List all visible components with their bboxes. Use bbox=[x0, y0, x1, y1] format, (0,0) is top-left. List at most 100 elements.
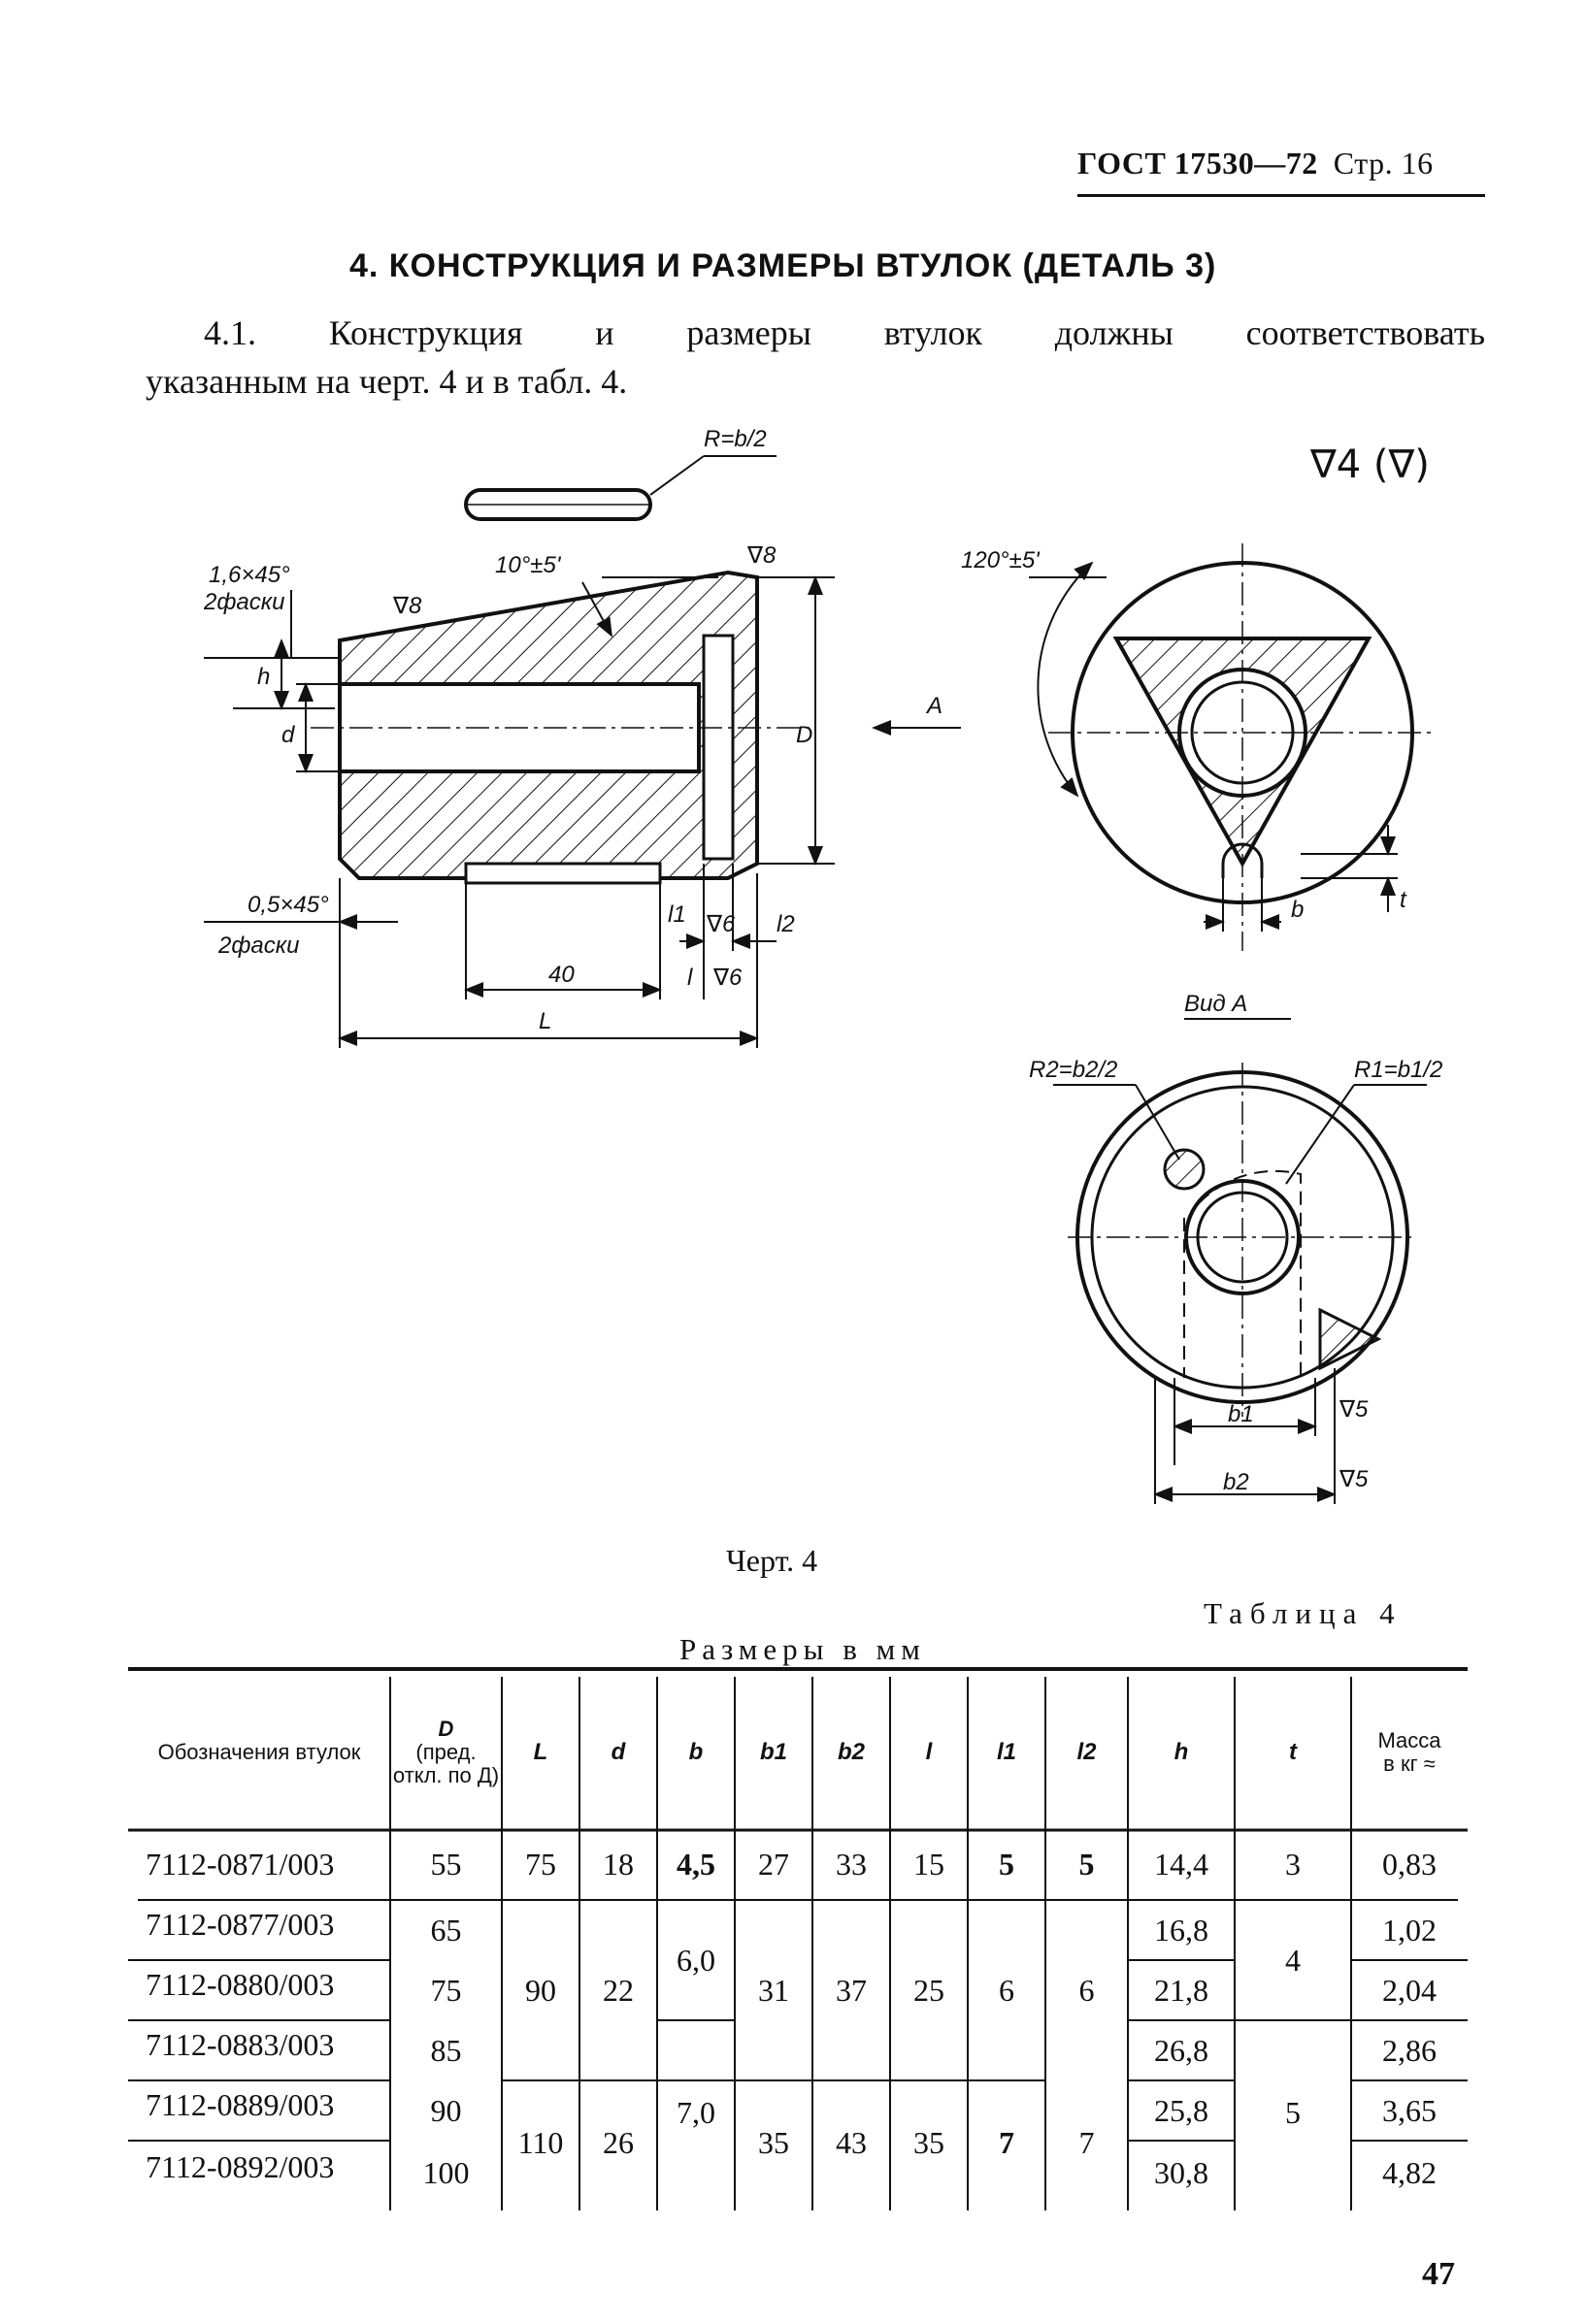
group-2-t: 4 bbox=[1285, 1942, 1301, 1978]
standard-number: ГОСТ 17530—72 bbox=[1077, 146, 1318, 180]
dimensions-table: Обозначения втулок D (пред. откл. по Д) … bbox=[128, 1667, 1468, 2210]
dim-l2-label: l2 bbox=[777, 911, 795, 937]
chamfer-bottom-label: 0,5×45° bbox=[248, 892, 329, 918]
row-5-h: 25,8 bbox=[1154, 2092, 1208, 2128]
row-1-D: 55 bbox=[430, 1846, 462, 1882]
intro-line-2: указанным на черт. 4 и в табл. 4. bbox=[146, 362, 628, 401]
dim-h-label: h bbox=[257, 664, 270, 690]
row-5-mass: 3,65 bbox=[1382, 2092, 1437, 2128]
table-grid bbox=[128, 1667, 1468, 2210]
dim-l1-label: l1 bbox=[668, 901, 686, 928]
group-2-b1: 31 bbox=[758, 1972, 789, 2008]
roughness-6a: ∇6 bbox=[706, 911, 736, 937]
group-2-b: 6,0 bbox=[677, 1942, 715, 1978]
group-3-l: 35 bbox=[913, 2124, 944, 2160]
header-t: t bbox=[1289, 1738, 1297, 1765]
view-a bbox=[1053, 1063, 1427, 1504]
header-b: b bbox=[688, 1738, 704, 1765]
group-3-l1: 7 bbox=[999, 2124, 1014, 2160]
group-2-L: 90 bbox=[525, 1972, 556, 2008]
radius-r2-note: R2=b2/2 bbox=[1029, 1057, 1117, 1083]
row-3-D: 75 bbox=[430, 1972, 462, 2008]
row-6-D: 100 bbox=[422, 2154, 470, 2190]
bushing-section bbox=[311, 570, 815, 885]
roughness-8b: ∇8 bbox=[392, 593, 422, 619]
row-3-designation: 7112-0880/003 bbox=[146, 1967, 335, 2002]
group-3-b2: 43 bbox=[836, 2124, 867, 2160]
header-designation: Обозначения втулок bbox=[157, 1739, 361, 1764]
key-part bbox=[464, 455, 777, 521]
row-1-L: 75 bbox=[525, 1846, 556, 1882]
header-D-note: (пред. откл. по Д) bbox=[392, 1739, 500, 1787]
row-4-designation: 7112-0883/003 bbox=[146, 2027, 335, 2062]
roughness-8a: ∇8 bbox=[746, 542, 777, 569]
header-d: d bbox=[611, 1738, 626, 1765]
dim-l-label: l bbox=[687, 965, 693, 991]
group-3-b: 7,0 bbox=[677, 2094, 715, 2130]
group-3-L: 110 bbox=[517, 2124, 564, 2160]
dim-D-label: D bbox=[796, 722, 812, 748]
intro-line-1: 4.1. Конструкция и размеры втулок должны… bbox=[204, 313, 1485, 352]
dim-b-label: b bbox=[1291, 897, 1304, 923]
row-1-designation: 7112-0871/003 bbox=[146, 1847, 335, 1882]
group-2-l1: 6 bbox=[999, 1972, 1014, 2008]
chamfer-top-count: 2фаски bbox=[203, 589, 284, 615]
header-D: D (пред. откл. по Д) bbox=[390, 1677, 502, 1827]
page-number: 47 bbox=[1422, 2256, 1455, 2292]
header-h: h bbox=[1174, 1738, 1189, 1765]
row-1-b2: 33 bbox=[836, 1846, 867, 1882]
header-l: l bbox=[925, 1738, 933, 1765]
row-6-mass: 4,82 bbox=[1382, 2154, 1437, 2190]
header-rule bbox=[1077, 194, 1485, 197]
dim-40-label: 40 bbox=[548, 962, 575, 988]
row-2-h: 16,8 bbox=[1154, 1912, 1208, 1948]
row-1-mass: 0,83 bbox=[1382, 1846, 1437, 1882]
row-6-designation: 7112-0892/003 bbox=[146, 2149, 335, 2184]
radius-r1-note: R1=b1/2 bbox=[1354, 1057, 1442, 1083]
header-L: L bbox=[533, 1738, 548, 1765]
row-4-D: 85 bbox=[430, 2032, 462, 2068]
row-1-t: 3 bbox=[1285, 1846, 1301, 1882]
group-3-t: 5 bbox=[1285, 2094, 1301, 2130]
roughness-6b: ∇6 bbox=[712, 965, 743, 991]
row-1-l: 15 bbox=[913, 1846, 944, 1882]
angle-label: 120°±5' bbox=[961, 547, 1041, 573]
page-reference: Стр. 16 bbox=[1333, 146, 1434, 180]
intro-paragraph: 4.1. Конструкция и размеры втулок должны… bbox=[146, 309, 1485, 406]
row-5-designation: 7112-0889/003 bbox=[146, 2087, 335, 2122]
table-units: Размеры в мм bbox=[679, 1632, 926, 1666]
row-3-h: 21,8 bbox=[1154, 1972, 1208, 2008]
group-2-l2: 6 bbox=[1078, 1972, 1095, 2008]
document-header: ГОСТ 17530—72 Стр. 16 bbox=[1077, 146, 1434, 181]
row-1-d: 18 bbox=[603, 1846, 634, 1882]
row-5-D: 90 bbox=[430, 2092, 462, 2128]
header-D-symbol: D bbox=[438, 1716, 454, 1741]
row-1-l1: 5 bbox=[999, 1846, 1014, 1882]
row-3-mass: 2,04 bbox=[1382, 1972, 1437, 2008]
view-arrow-label: A bbox=[925, 693, 942, 719]
roughness-5b: ∇5 bbox=[1339, 1466, 1369, 1492]
roughness-main: ∇4 (∇) bbox=[1309, 442, 1430, 487]
group-3-l2: 7 bbox=[1078, 2124, 1095, 2160]
dim-b1-label: b1 bbox=[1228, 1401, 1254, 1427]
header-b2: b2 bbox=[837, 1738, 865, 1765]
row-4-h: 26,8 bbox=[1154, 2032, 1208, 2068]
row-4-mass: 2,86 bbox=[1382, 2032, 1437, 2068]
row-6-h: 30,8 bbox=[1154, 2154, 1208, 2190]
row-2-designation: 7112-0877/003 bbox=[146, 1907, 335, 1942]
dim-d-label: d bbox=[281, 722, 295, 748]
row-2-mass: 1,02 bbox=[1382, 1912, 1437, 1948]
figure-caption: Черт. 4 bbox=[726, 1543, 818, 1578]
chamfer-bottom-count: 2фаски bbox=[217, 933, 299, 959]
row-1-b1: 27 bbox=[758, 1846, 789, 1882]
header-b1: b1 bbox=[759, 1738, 787, 1765]
row-1-h: 14,4 bbox=[1154, 1846, 1208, 1882]
roughness-5a: ∇5 bbox=[1339, 1396, 1369, 1423]
section-title: 4. КОНСТРУКЦИЯ И РАЗМЕРЫ ВТУЛОК (ДЕТАЛЬ … bbox=[349, 247, 1217, 284]
header-l2: l2 bbox=[1076, 1738, 1097, 1765]
front-view bbox=[1029, 543, 1437, 951]
table-label: Таблица 4 bbox=[1204, 1596, 1403, 1630]
dim-L-label: L bbox=[539, 1008, 551, 1034]
row-2-D: 65 bbox=[430, 1912, 462, 1948]
bushing-drawing: R=b/2 bbox=[203, 426, 1442, 1504]
